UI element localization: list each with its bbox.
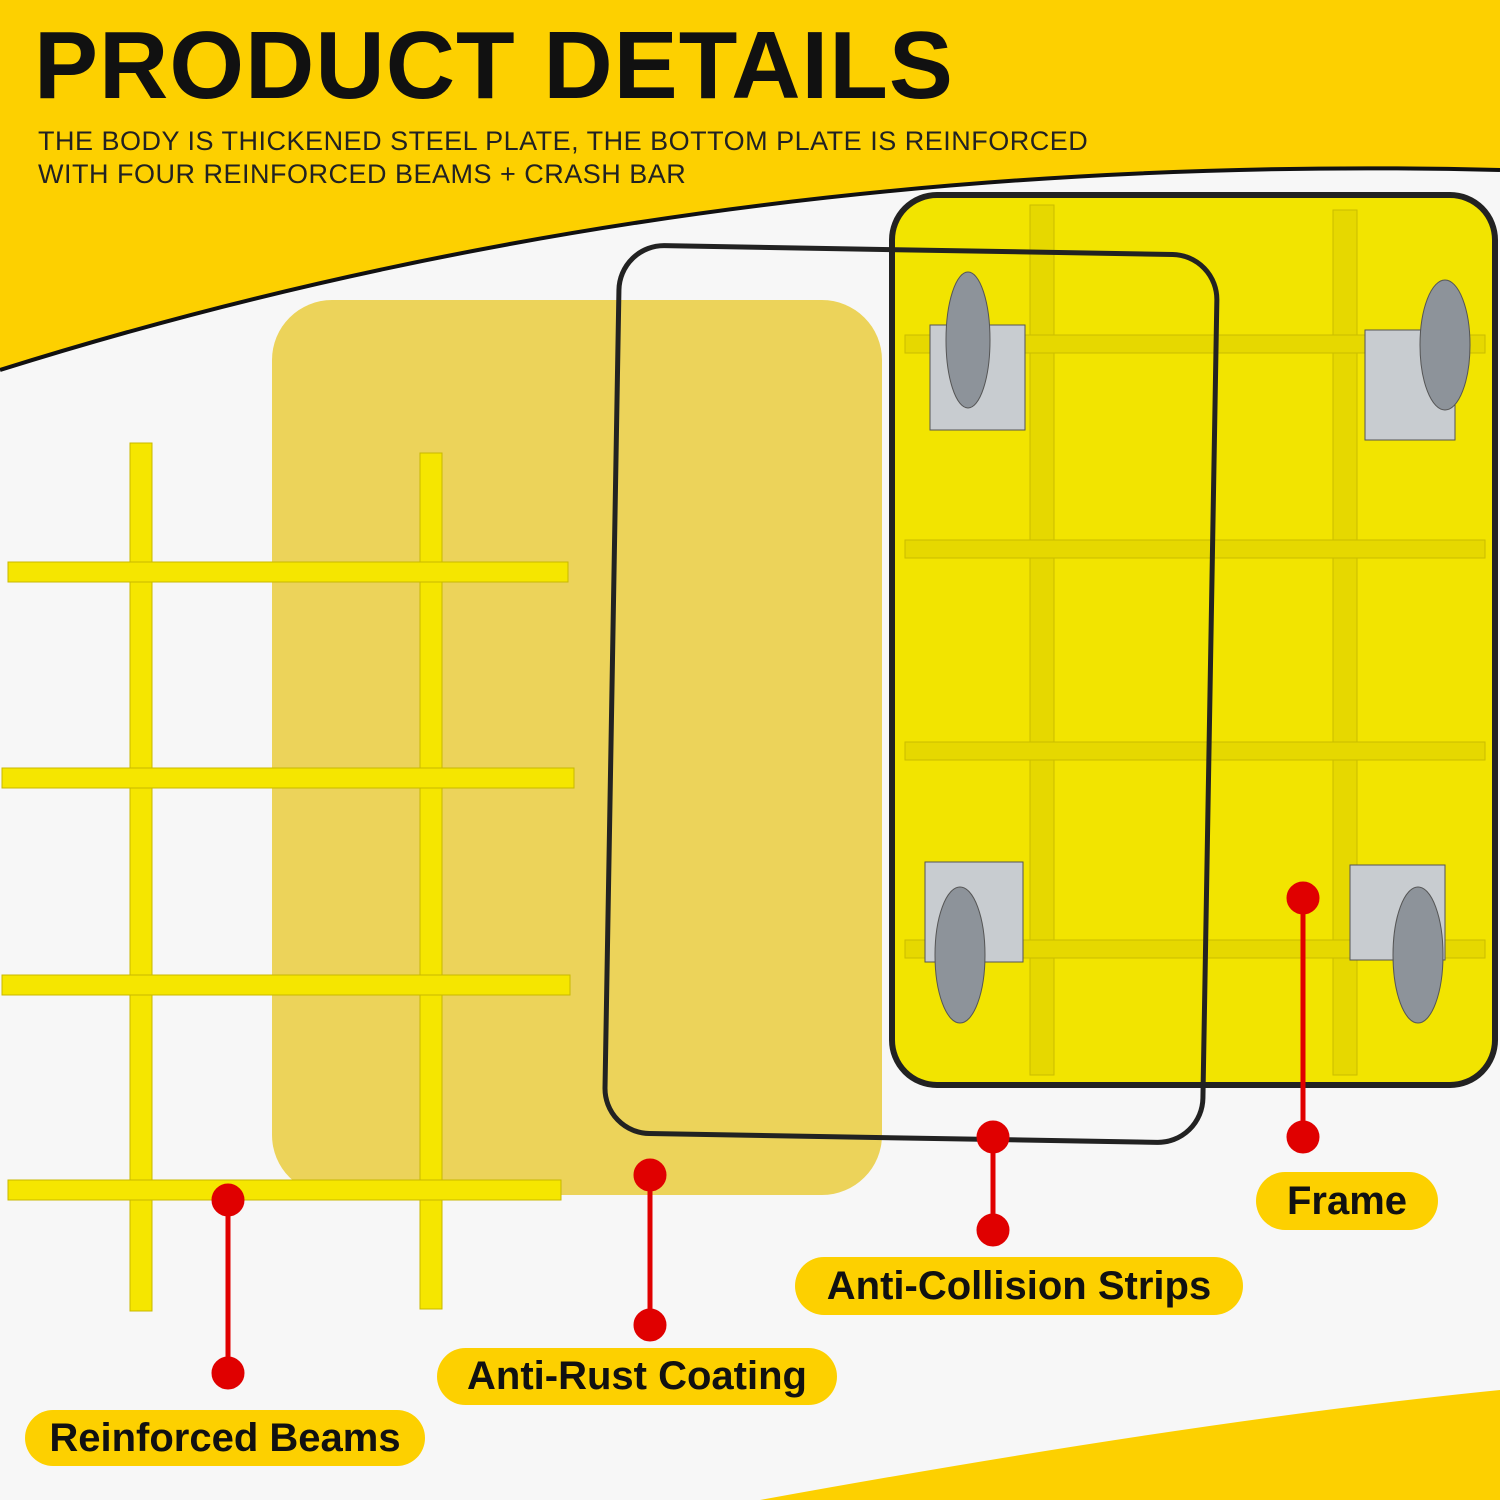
caster-wheels (924, 271, 1471, 1024)
cart-frame (889, 192, 1498, 1088)
anti-collision-strip (602, 243, 1220, 1145)
label-reinforced-beams: Reinforced Beams (25, 1410, 425, 1466)
pointer-lines (211, 881, 1320, 1390)
label-frame: Frame (1256, 1172, 1438, 1230)
header-band (0, 0, 1500, 370)
reinforced-beams-grid (1, 442, 575, 1312)
footer-band (760, 1390, 1500, 1500)
anti-rust-coating-plate (272, 300, 882, 1195)
label-anti-rust-coating: Anti-Rust Coating (437, 1348, 837, 1405)
label-anti-collision-strips: Anti-Collision Strips (795, 1257, 1243, 1315)
subtitle-line-1: THE BODY IS THICKENED STEEL PLATE, THE B… (38, 126, 1089, 156)
subtitle-line-2: WITH FOUR REINFORCED BEAMS + CRASH BAR (38, 159, 687, 189)
page-title: PRODUCT DETAILS (34, 12, 954, 119)
